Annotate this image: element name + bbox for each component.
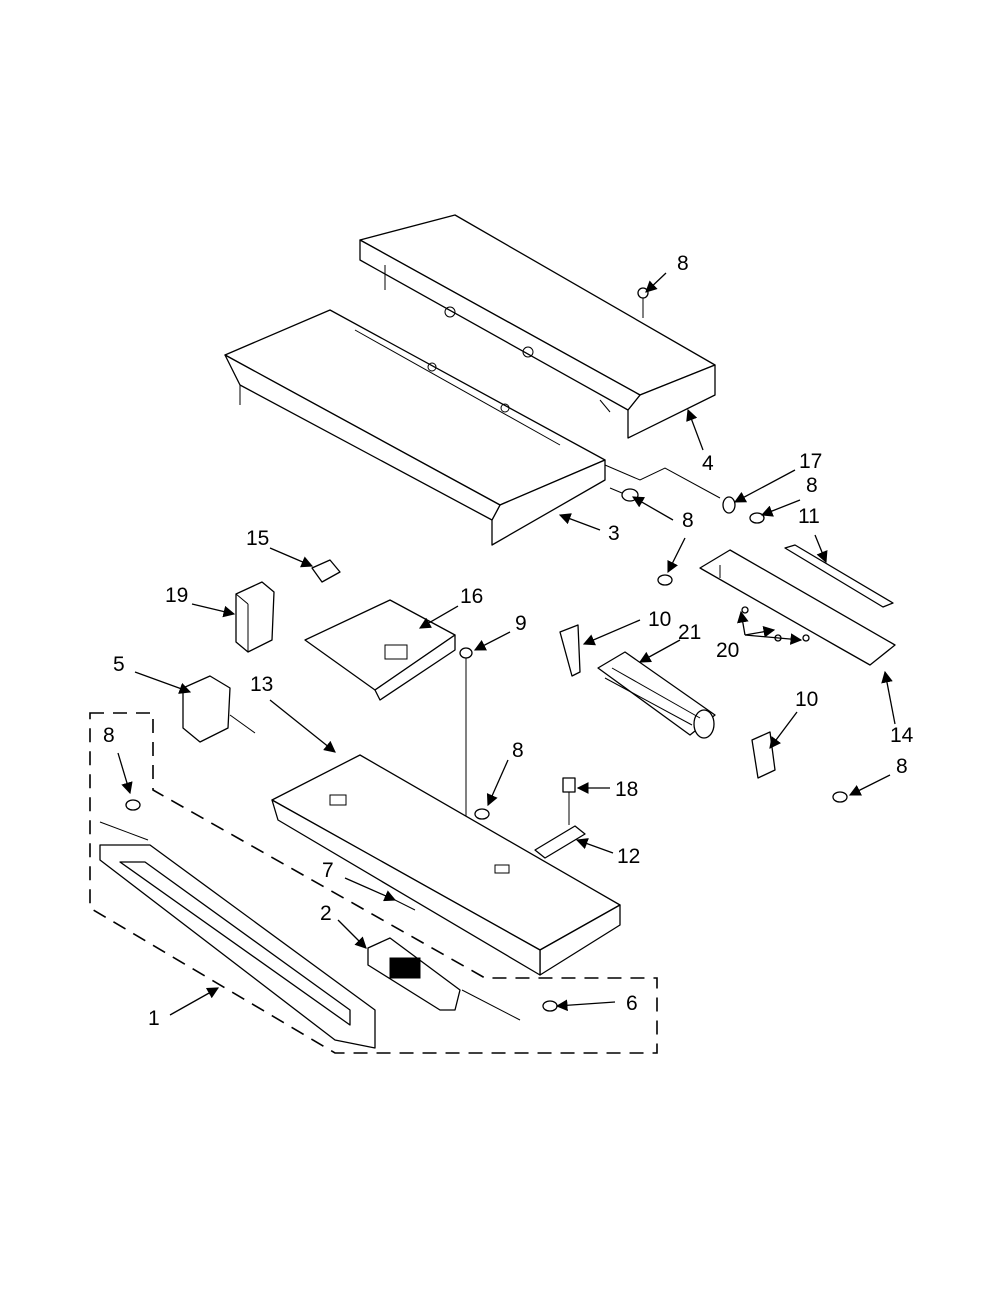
callout-10: 10	[795, 688, 818, 711]
callout-labels: 8 4 17 8 3 8 11 15 19 16 9 10 21 20 5 13…	[103, 252, 914, 1030]
callout-12: 12	[617, 845, 640, 868]
callout-7: 7	[322, 859, 334, 882]
assembly-outline	[89, 712, 658, 1054]
callout-21: 21	[678, 621, 701, 644]
panel-part-13	[271, 754, 621, 976]
screw-icon	[802, 634, 810, 642]
callout-3: 3	[608, 522, 620, 545]
callout-8: 8	[806, 474, 818, 497]
screw-icon	[125, 799, 141, 811]
screw-icon	[749, 512, 765, 524]
callout-14: 14	[890, 724, 914, 747]
callout-10: 10	[648, 608, 671, 631]
callout-8: 8	[512, 739, 524, 762]
callout-8: 8	[103, 724, 115, 747]
bracket-part-14	[657, 549, 896, 666]
screw-icon	[741, 606, 749, 614]
callout-16: 16	[460, 585, 483, 608]
callout-8: 8	[896, 755, 908, 778]
cabinet-top-part-3	[224, 309, 606, 546]
leader-lines	[117, 272, 896, 1016]
callout-11: 11	[798, 505, 820, 528]
control-board-part-16	[304, 599, 456, 701]
callout-2: 2	[320, 902, 332, 925]
callout-8: 8	[682, 509, 694, 532]
washer-part-17	[722, 496, 736, 514]
screw-icon	[832, 791, 848, 803]
top-cover-part-4	[359, 214, 716, 439]
callout-1: 1	[148, 1007, 160, 1030]
callout-18: 18	[615, 778, 638, 801]
callout-19: 19	[165, 584, 188, 607]
callout-6: 6	[626, 992, 638, 1015]
callout-5: 5	[113, 653, 125, 676]
screw-icon	[609, 487, 639, 502]
callout-17: 17	[799, 450, 822, 473]
callout-15: 15	[246, 527, 269, 550]
relay-part-19	[235, 581, 275, 653]
transformer-part-5	[182, 675, 256, 743]
control-panel-part-1	[99, 821, 376, 1049]
callout-9: 9	[515, 612, 527, 635]
screw-icon	[542, 1000, 558, 1012]
strip-part-11	[784, 544, 894, 608]
callout-8: 8	[677, 252, 689, 275]
screw-icon	[637, 287, 649, 318]
callout-13: 13	[250, 673, 273, 696]
bracket-part-10	[751, 731, 776, 779]
wire-clip-part-7	[394, 899, 416, 911]
clip-part-15	[311, 559, 341, 583]
screw-icon	[474, 808, 490, 820]
callout-4: 4	[702, 452, 714, 475]
terminal-block-part-12	[534, 777, 586, 859]
bracket-part-10	[559, 624, 581, 677]
callout-20: 20	[716, 639, 739, 662]
control-module-part-2	[367, 937, 461, 1011]
fan-part-21	[597, 651, 716, 739]
